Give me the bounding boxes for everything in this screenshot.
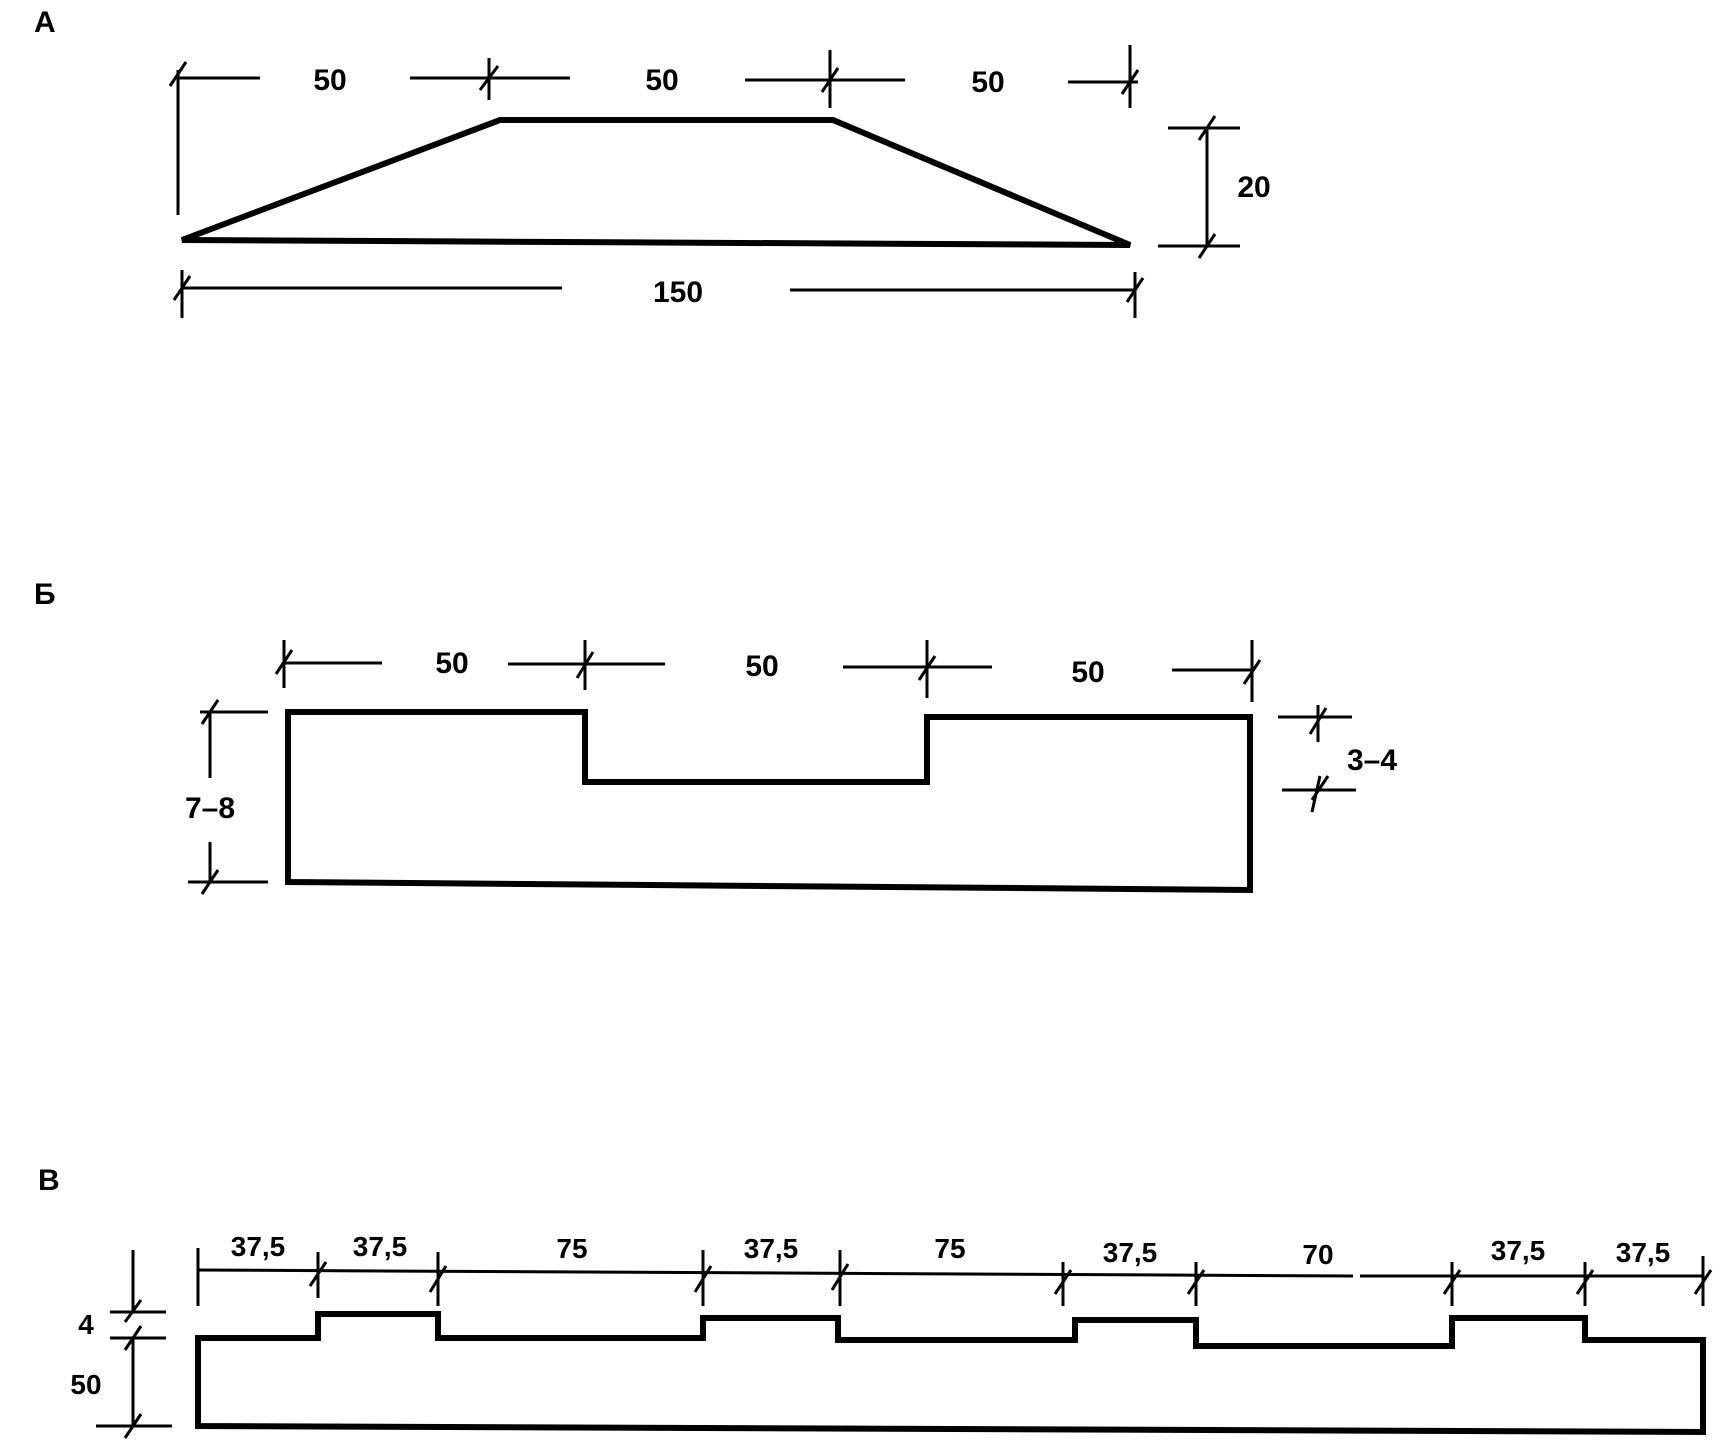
dim-tick [123,1413,143,1439]
dim-tick [1120,45,1140,108]
panel-c: В 37,5 37,5 75 37,5 75 37,5 70 37,5 37,5 [38,1164,1713,1439]
base-dim-label: 150 [653,276,703,309]
dim-tick [830,1250,850,1306]
panel-b: Б 50 50 50 7–8 3–4 [34,578,1397,895]
panel-a-label: А [34,6,56,39]
dim-tick [1575,1262,1595,1306]
dim-tick [1053,1262,1073,1306]
trapezoid-profile [180,117,1132,248]
left-dim-label: 7–8 [185,792,235,825]
panel-a: А 50 50 50 20 150 [34,6,1271,318]
dim-tick [168,61,188,87]
dim-tick [1125,272,1145,318]
dim-tick [123,1299,143,1323]
dim-tick [428,1252,448,1306]
dim-tick [478,58,500,100]
dim-tick [274,640,294,688]
top-dim-label-5: 75 [934,1233,965,1264]
top-dim-label-6: 37,5 [1103,1237,1158,1268]
notched-profile [285,709,1253,894]
dim-tick [172,270,192,318]
dim-tick [308,1252,328,1298]
top-dim-line-a [197,1268,1354,1278]
top-dim-label-1: 37,5 [231,1231,286,1262]
dim-tick [575,640,595,690]
top-dim-label-4: 37,5 [744,1233,799,1264]
dim-tick [693,1250,713,1306]
height-dim-label: 20 [1237,171,1270,204]
dim-tick [1197,115,1217,141]
dim-tick [200,699,220,725]
height-dim-label: 50 [70,1369,101,1400]
dim-tick [1197,233,1217,259]
panel-b-label: Б [34,578,56,611]
top-dim-label-7: 70 [1302,1239,1333,1270]
dim-tick [1242,640,1262,702]
top-dim-label-1: 50 [435,647,468,680]
dim-tick [123,1325,143,1351]
top-dim-label-3: 75 [556,1233,587,1264]
top-dim-label-3: 50 [1071,656,1104,689]
top-dim-label-2: 50 [745,650,778,683]
top-dim-label-2: 37,5 [353,1231,408,1262]
top-dim-label-9: 37,5 [1616,1237,1671,1268]
dim-tick [820,50,840,108]
top-dim-label-8: 37,5 [1491,1235,1546,1266]
right-dim-label: 3–4 [1347,744,1397,777]
dim-tick [1693,1256,1713,1306]
dim-tick [1308,705,1328,742]
dim-tick [1310,775,1330,813]
stepped-profile-outline [195,1311,1706,1436]
dim-tick [200,869,220,895]
top-dim-label-2: 50 [645,64,678,97]
panel-c-label: В [38,1164,60,1197]
step-dim-label: 4 [78,1309,94,1340]
top-dim-label-3: 50 [971,66,1004,99]
dim-tick [1186,1262,1206,1306]
dim-tick [1442,1262,1462,1306]
top-dim-label-1: 50 [313,64,346,97]
dim-tick [917,640,937,698]
